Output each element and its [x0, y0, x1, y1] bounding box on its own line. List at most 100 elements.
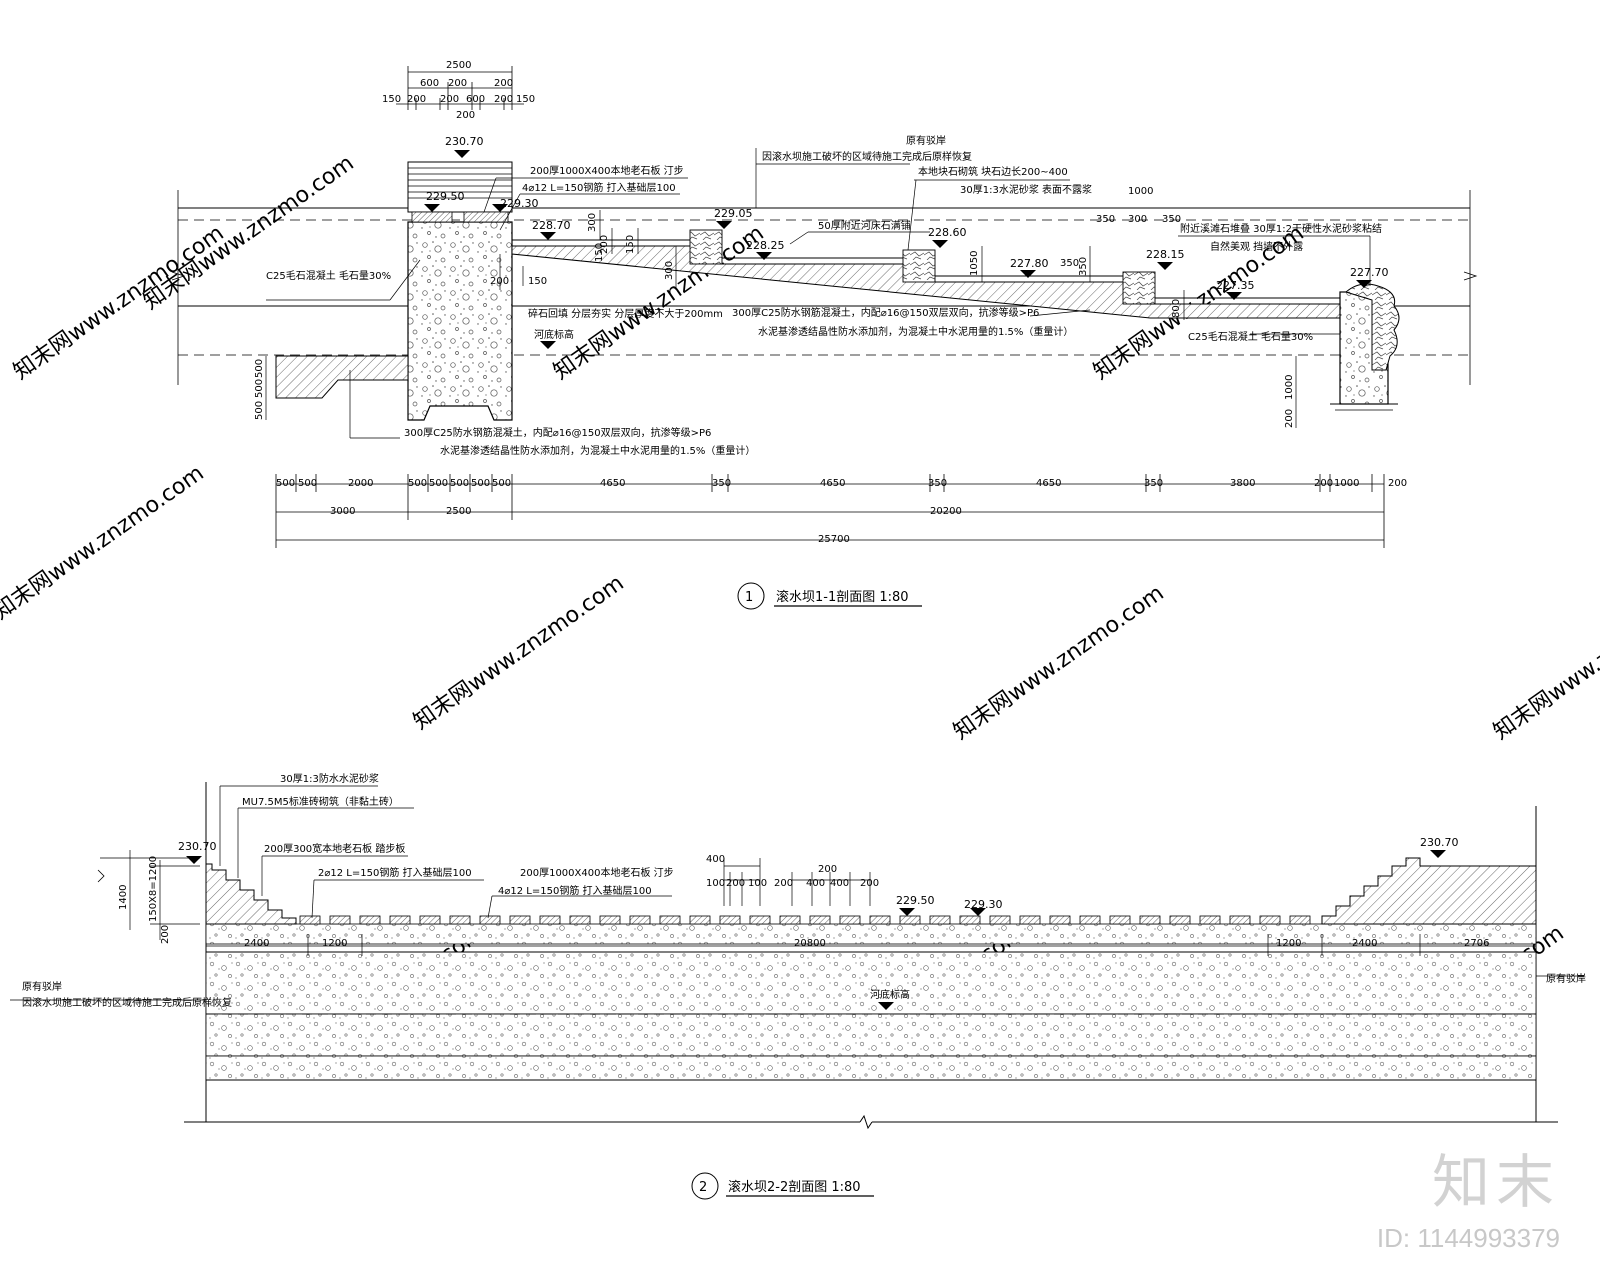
dimension-label: 200 [490, 276, 509, 287]
elevation-label: 228.15 [1146, 248, 1185, 261]
left-stair-bank [205, 863, 297, 925]
elevation-label: 227.70 [1350, 266, 1389, 279]
dimension-label: 350 [928, 478, 947, 489]
note-additive-bottom: 水泥基渗透结晶性防水添加剂，为混凝土中水泥用量的1.5%（重量计） [440, 444, 755, 457]
dimension-label: 300 [587, 213, 598, 232]
dimension-label: 500 [254, 379, 265, 398]
note-pebble-top: 50厚附近河床石满铺 [818, 219, 911, 232]
dimension-label: 1200 [1276, 938, 1301, 949]
dimension-label: 150 [382, 94, 401, 105]
dimension-label: 1000 [1334, 478, 1359, 489]
dimension-label: 200 [599, 235, 610, 254]
dimension-label: 350 [712, 478, 731, 489]
watermark-text: 知末网www.znzmo.com [139, 151, 359, 315]
elevation-label: 230.70 [178, 840, 217, 853]
dimension-label: 1400 [118, 885, 129, 910]
dimension-label: 200 [160, 925, 171, 944]
note-slab: 200厚1000X400本地老石板 汀步 [520, 866, 674, 879]
dimension-label: 4650 [820, 478, 845, 489]
dimension-label: 200 [860, 878, 879, 889]
elevation-markers [424, 150, 1372, 349]
note-concrete-slope: 300厚C25防水钢筋混凝土，内配⌀16@150双层双向，抗渗等级>P6 [732, 306, 1039, 319]
note-rebar2: 2⌀12 L=150钢筋 打入基础层100 [318, 866, 472, 879]
dimension-label: 350 [1162, 214, 1181, 225]
dimension-label: 600 [466, 94, 485, 105]
dimension-label: 500 [298, 478, 317, 489]
dimension-label: 400 [706, 854, 725, 865]
watermark-text: 知末网www.znzmo.com [9, 221, 229, 385]
dimension-label: 300 [664, 261, 675, 280]
section-2-drawing: 230.70 229.50 229.30 230.70 30厚1:3防水水泥砂浆… [10, 772, 1586, 1200]
dimension-label: 150X8=1200 [148, 856, 159, 922]
dimension-label: 350 [1096, 214, 1115, 225]
stepping-stones [299, 915, 1311, 925]
dimension-label: 2400 [1352, 938, 1377, 949]
dimension-label: 200 [494, 94, 513, 105]
dimension-label: 200 [448, 78, 467, 89]
dimension-label: 2000 [348, 478, 373, 489]
dimension-label: 200 [456, 110, 475, 121]
dimension-label: 200 [1284, 409, 1295, 428]
dimension-label: 100 [706, 878, 725, 889]
dimension-label: 25700 [818, 534, 850, 545]
dimension-label: 500 [492, 478, 511, 489]
weir-body [407, 221, 513, 421]
dimension-label: 600 [420, 78, 439, 89]
dimension-label: 200 [494, 78, 513, 89]
dimension-label: 4650 [600, 478, 625, 489]
dimension-label: 500 [254, 401, 265, 420]
dimension-label: 200 [1314, 478, 1333, 489]
elevation-label: 228.70 [532, 219, 571, 232]
elevation-label: 230.70 [445, 135, 484, 148]
dimension-label: 200 [407, 94, 426, 105]
section-1-drawing: 230.70 229.50 229.30 228.70 229.05 228.2… [171, 60, 1478, 610]
dimension-label: 3000 [330, 506, 355, 517]
dimension-label: 350 [1078, 257, 1089, 276]
elevation-label: 229.05 [714, 207, 753, 220]
dimension-label: 100 [748, 878, 767, 889]
dimension-label: 400 [806, 878, 825, 889]
watermark-text: 知末网www.znzmo.com [949, 581, 1169, 745]
dimension-label: 150 [625, 235, 636, 254]
watermark-text: 知末网www.znzmo.com [1489, 581, 1600, 745]
note-natural: 自然美观 挡墙不外露 [1210, 240, 1303, 253]
note-rebar4: 4⌀12 L=150钢筋 打入基础层100 [498, 884, 652, 897]
brand-watermark: 知末 ID: 1144993379 [1377, 1135, 1560, 1254]
dimension-label: 800 [1171, 299, 1182, 318]
base-layer [205, 1055, 1537, 1081]
note-mortar: 30厚1:3水泥砂浆 表面不露浆 [960, 183, 1092, 196]
note-bank: 原有驳岸 [906, 134, 946, 147]
dimension-label: 200 [1388, 478, 1407, 489]
dimension-label: 20800 [794, 938, 826, 949]
dimension-label: 150 [528, 276, 547, 287]
note-near-stone: 附近溪滩石堆叠 30厚1:2干硬性水泥砂浆粘结 [1180, 222, 1382, 235]
section-title: 滚水坝1-1剖面图 1:80 [776, 589, 909, 605]
dimension-label: 3800 [1230, 478, 1255, 489]
dimension-label: 1200 [322, 938, 347, 949]
dimension-label: 150 [594, 243, 605, 262]
dimension-label: 2706 [1464, 938, 1489, 949]
base-layer [205, 1013, 1537, 1057]
dimension-label: 500 [408, 478, 427, 489]
dimension-label: 500 [429, 478, 448, 489]
note-riverbed: 河底标高 [534, 328, 574, 341]
dimension-label: 350 [1060, 258, 1079, 269]
rock-pile [1344, 283, 1400, 371]
elevation-label: 227.35 [1216, 279, 1255, 292]
watermark-text: 知末网www.znzmo.com [409, 571, 629, 735]
right-stair-bank [1321, 857, 1537, 925]
dimension-label: 200 [818, 864, 837, 875]
base-layer [205, 923, 1537, 945]
dimension-label: 200 [774, 878, 793, 889]
elevation-label: 230.70 [1420, 836, 1459, 849]
watermark-text: 知末网www.znzmo.com [0, 461, 209, 625]
dimension-label: 20200 [930, 506, 962, 517]
dimension-label: 500 [471, 478, 490, 489]
dimension-label: 350 [1144, 478, 1163, 489]
note-mortar: 30厚1:3防水水泥砂浆 [280, 772, 379, 785]
elevation-label: 229.50 [426, 190, 465, 203]
elevation-label: 228.60 [928, 226, 967, 239]
dimension-label: 300 [1128, 214, 1147, 225]
dimension-label: 4650 [1036, 478, 1061, 489]
